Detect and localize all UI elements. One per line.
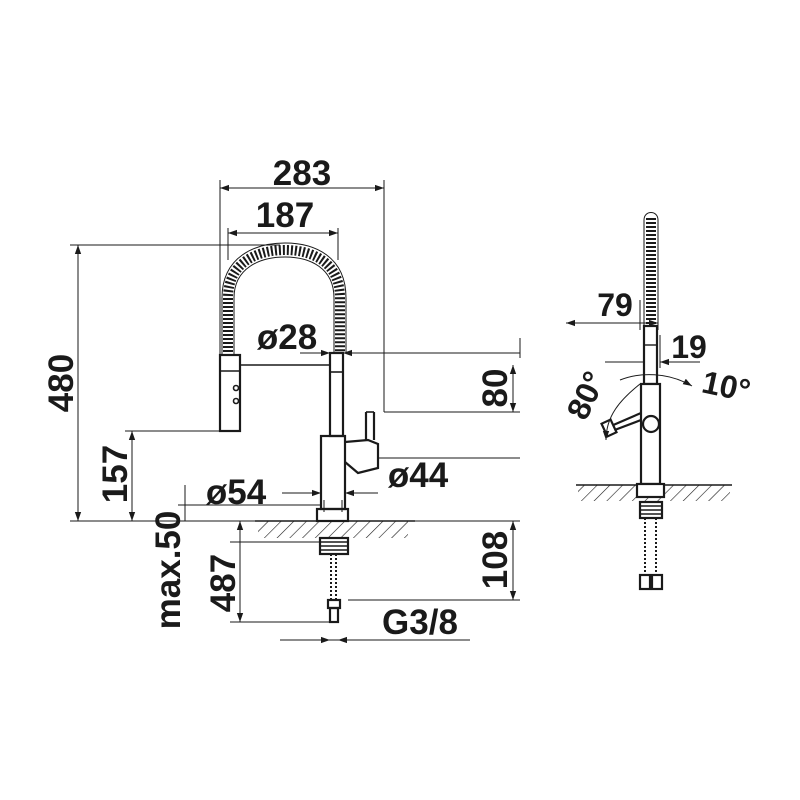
label-spray-height: 157: [96, 445, 135, 503]
label-hose-length: 487: [204, 554, 243, 612]
front-view: 283 187 ø28 480 157 80 ø54 ø44 max.50 48…: [42, 154, 521, 644]
label-width-total: 283: [273, 154, 331, 193]
side-view: 79 19 10° 80°: [559, 212, 754, 591]
label-body-diameter-base: ø54: [206, 473, 267, 512]
side-body: [600, 382, 666, 499]
label-connection: G3/8: [382, 603, 458, 642]
spring-hose: [221, 242, 347, 356]
dimension-lines: [74, 184, 517, 644]
label-hose-width: 187: [256, 196, 314, 235]
label-rotation-left: 80°: [559, 366, 612, 425]
arc-10-degrees: [619, 374, 693, 387]
side-spring-hose: [643, 212, 659, 330]
label-height-total: 480: [42, 354, 81, 412]
label-spout-diameter: ø28: [257, 318, 317, 357]
label-offset: 19: [671, 329, 707, 365]
side-dimension-lines: [566, 300, 700, 441]
label-upper-height: 80: [476, 369, 515, 408]
countertop-hatch: [258, 521, 408, 538]
arc-80-degrees: [602, 383, 641, 441]
side-under-counter: [638, 500, 664, 591]
extension-lines: [70, 180, 521, 641]
side-spout: [642, 324, 659, 386]
label-below-counter: 108: [476, 531, 515, 589]
label-body-diameter: ø44: [388, 456, 449, 495]
spray-head: [218, 353, 330, 433]
faucet-body: [315, 351, 380, 523]
under-counter-assembly: [318, 536, 350, 624]
label-counter-max: max.50: [149, 511, 188, 630]
label-rotation-right: 10°: [699, 364, 754, 409]
label-reach: 79: [597, 287, 633, 323]
